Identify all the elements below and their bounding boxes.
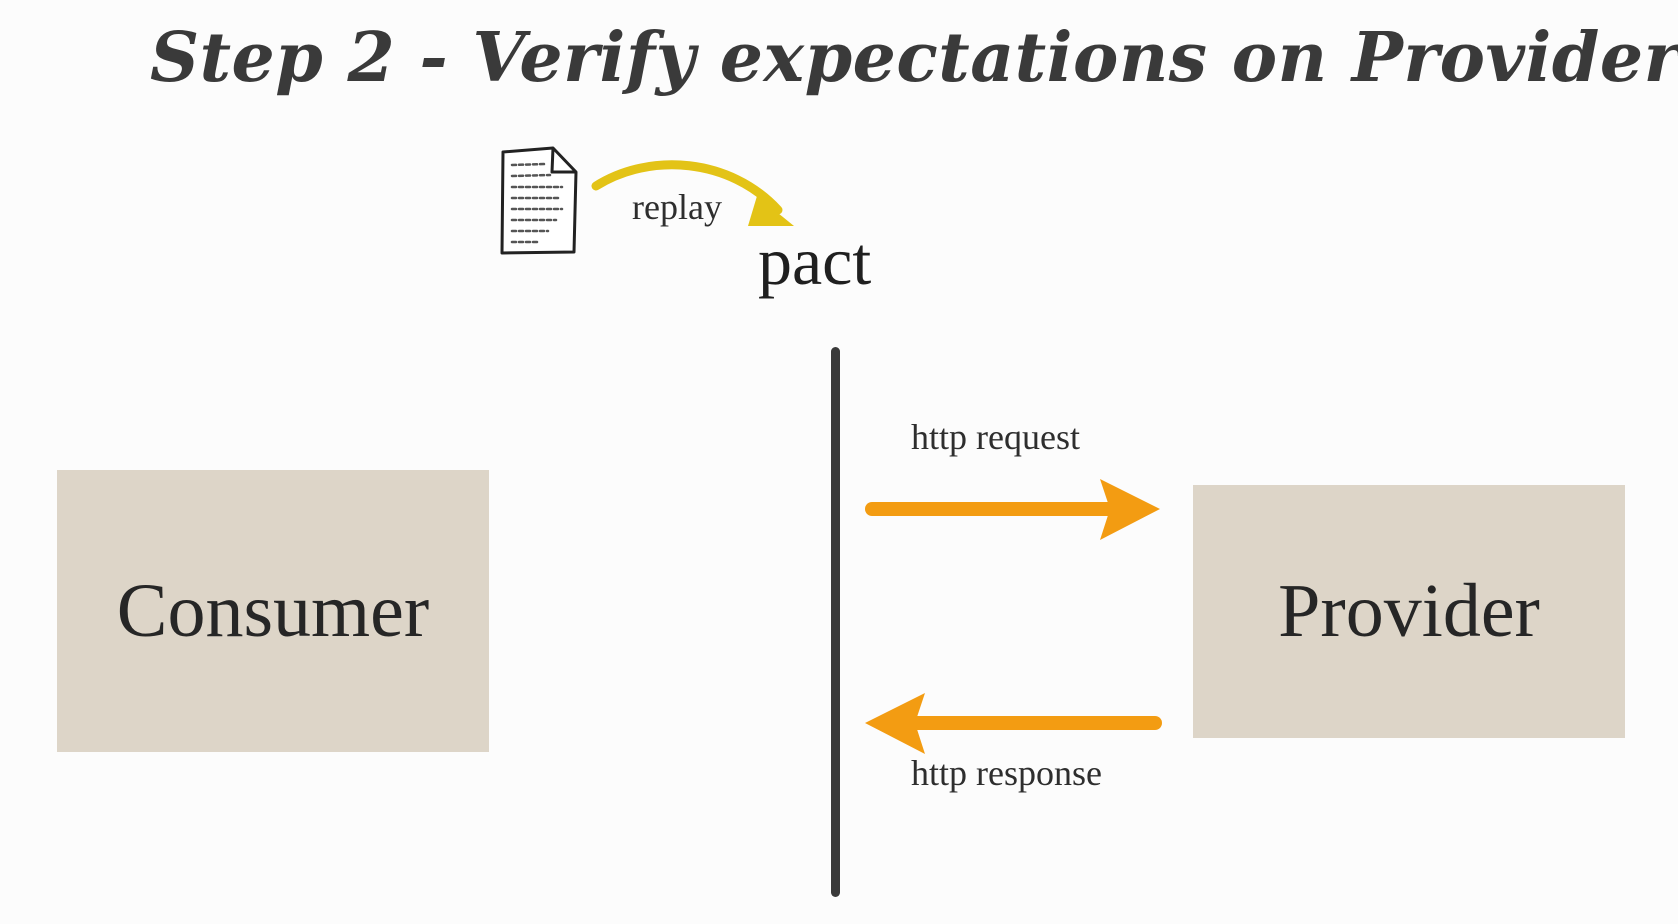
provider-box: Provider: [1193, 485, 1625, 738]
http-response-label: http response: [911, 753, 1102, 793]
http-request-label: http request: [911, 417, 1080, 457]
boundary-divider: [831, 347, 840, 897]
request-arrow-icon: [865, 479, 1160, 540]
replay-arrow-icon: [591, 160, 794, 226]
document-icon: [500, 146, 578, 255]
response-arrow-icon: [865, 693, 1162, 754]
page-title: Step 2 - Verify expectations on Provider: [150, 18, 1678, 98]
consumer-box: Consumer: [57, 470, 489, 752]
pact-label: pact: [758, 223, 872, 299]
replay-label: replay: [632, 187, 722, 227]
provider-label: Provider: [1278, 569, 1540, 653]
consumer-label: Consumer: [116, 568, 430, 653]
